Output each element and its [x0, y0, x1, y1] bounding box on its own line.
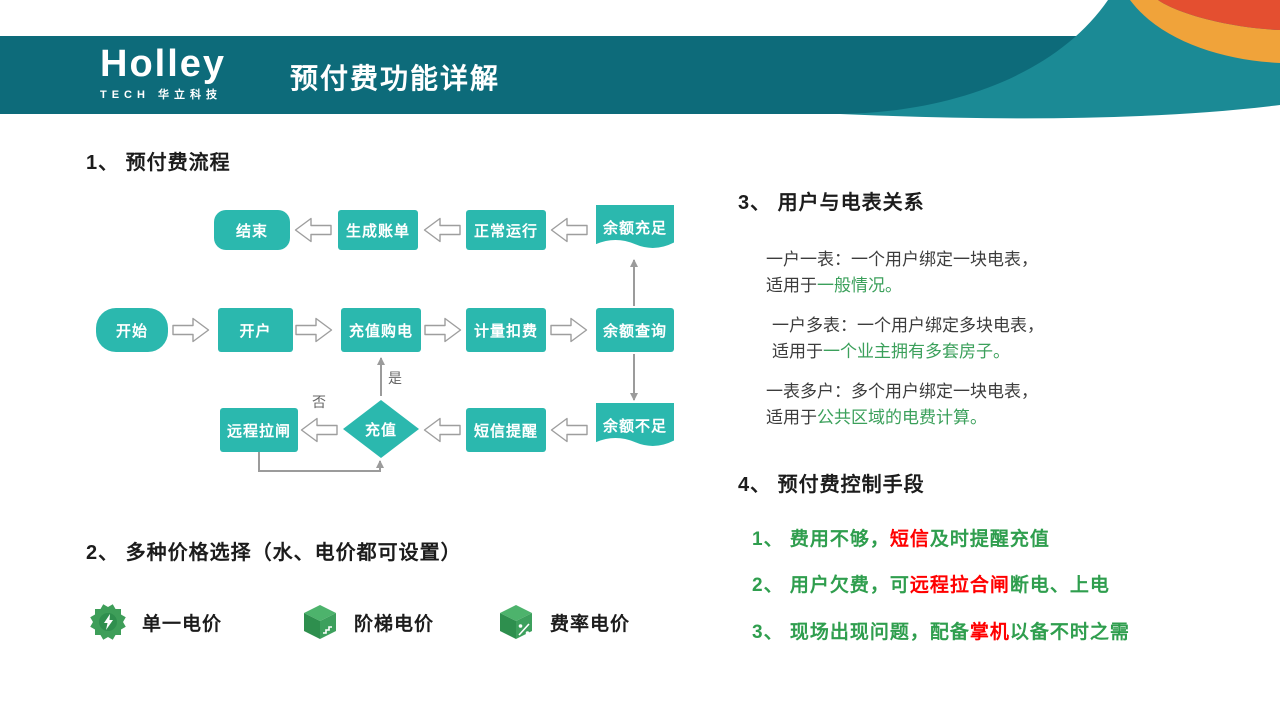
diamond-shape: [343, 400, 419, 458]
flow-node-balance-insufficient: 余额不足: [596, 403, 674, 453]
control-highlight: 掌机: [969, 622, 1010, 643]
section1-heading: 1、 预付费流程: [86, 152, 231, 174]
price-option-label: 费率电价: [550, 613, 631, 635]
price-option-label: 单一电价: [142, 613, 223, 635]
relation-item: 一表多户：多个用户绑定一块电表，适用于公共区域的电费计算。: [766, 379, 1052, 432]
price-option-tiered: 阶梯电价: [298, 600, 434, 644]
flow-node-normal-run: 正常运行: [466, 210, 546, 250]
control-item: 2、 用户欠费，可远程拉合闸断电、上电: [752, 570, 1110, 597]
flow-node-start: 开始: [96, 308, 168, 352]
branch-label-no: 否: [312, 394, 326, 410]
section2-heading: 2、 多种价格选择（水、电价都可设置）: [86, 542, 462, 564]
flow-node-balance-query: 余额查询: [596, 308, 674, 352]
flow-node-open-account: 开户: [218, 308, 293, 352]
control-highlight: 远程拉合闸: [909, 575, 1010, 596]
control-highlight: 短信: [889, 529, 930, 550]
document-shape: [596, 403, 674, 446]
logo-subtitle: TECH 华立科技: [100, 89, 222, 101]
control-text: 断电、上电: [1009, 575, 1110, 596]
flow-node-end: 结束: [214, 210, 290, 250]
relation-highlight: 公共区域的电费计算。: [817, 408, 987, 428]
flow-node-sms-reminder: 短信提醒: [466, 408, 546, 452]
flow-node-recharge-decision: 充值: [343, 400, 419, 458]
flow-node-balance-sufficient: 余额充足: [596, 205, 674, 255]
relation-text: 一表多户：多个用户绑定一块电表，适用于: [766, 382, 1038, 428]
relation-item: 一户一表：一个用户绑定一块电表，适用于一般情况。: [766, 247, 1052, 300]
logo: Holley TECH 华立科技: [100, 45, 226, 102]
flow-node-metering: 计量扣费: [466, 308, 546, 352]
flow-node-label: 充值: [364, 421, 397, 439]
header-band: [0, 36, 1100, 114]
control-text: 以备不时之需: [1009, 622, 1130, 643]
document-shape: [596, 205, 674, 248]
relation-text: 一户多表：一个用户绑定多块电表，适用于: [772, 316, 1044, 362]
flow-node-label: 余额充足: [602, 219, 667, 237]
control-text: 3、 现场出现问题，配备: [752, 622, 970, 643]
price-option-single: 单一电价: [86, 600, 222, 644]
corner-swoosh-decoration: [840, 0, 1280, 119]
starburst-icon: [90, 604, 126, 640]
branch-label-yes: 是: [388, 370, 402, 386]
control-text: 1、 费用不够，: [752, 529, 890, 550]
flow-node-generate-bill: 生成账单: [338, 210, 418, 250]
control-item: 1、 费用不够，短信及时提醒充值: [752, 524, 1050, 551]
section4-heading: 4、 预付费控制手段: [738, 474, 925, 496]
price-option-label: 阶梯电价: [354, 613, 435, 635]
control-text: 2、 用户欠费，可: [752, 575, 910, 596]
section3-heading: 3、 用户与电表关系: [738, 192, 925, 214]
control-item: 3、 现场出现问题，配备掌机以备不时之需: [752, 617, 1130, 644]
cube-icon: [304, 605, 336, 639]
flow-node-recharge-buy: 充值购电: [341, 308, 421, 352]
relation-item: 一户多表：一个用户绑定多块电表，适用于一个业主拥有多套房子。: [772, 313, 1058, 366]
relation-text: 一户一表：一个用户绑定一块电表，适用于: [766, 250, 1038, 296]
flow-node-label: 余额不足: [602, 417, 667, 435]
flow-node-remote-trip: 远程拉闸: [220, 408, 298, 452]
page-title: 预付费功能详解: [290, 63, 501, 94]
price-option-rate: 费率电价: [494, 600, 630, 644]
logo-name: Holley: [100, 43, 227, 85]
relation-highlight: 一个业主拥有多套房子。: [823, 342, 1010, 362]
relation-highlight: 一般情况。: [817, 276, 902, 296]
control-text: 及时提醒充值: [929, 529, 1050, 550]
cube-icon: [500, 605, 532, 639]
